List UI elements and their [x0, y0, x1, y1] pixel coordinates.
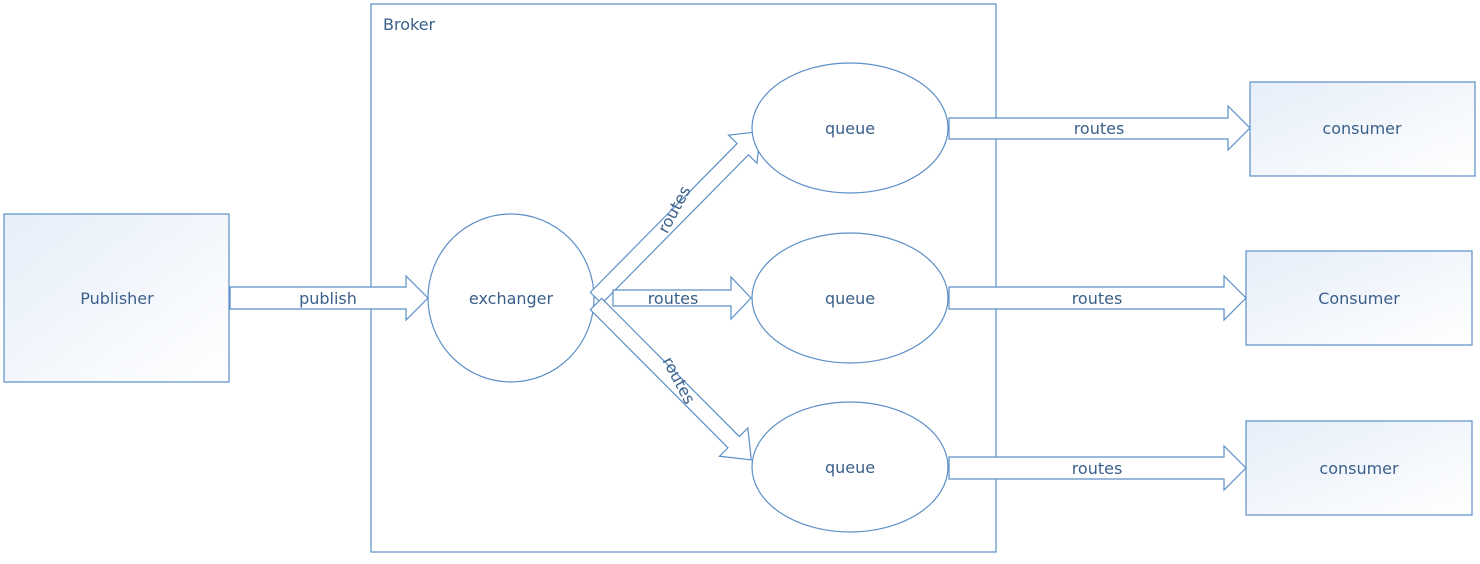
queue-label-3: queue: [825, 458, 875, 477]
broker-title: Broker: [383, 15, 436, 34]
ex-q3-arrow: [589, 297, 752, 461]
consumer-box-1: [1249, 81, 1476, 177]
q2-c2-edge-label: routes: [1072, 289, 1123, 308]
exchanger-label: exchanger: [469, 289, 554, 308]
publish-edge-label: publish: [299, 289, 357, 308]
consumer-label-1: consumer: [1322, 119, 1402, 138]
consumer-box-2: [1245, 250, 1473, 346]
consumer-label-2: Consumer: [1318, 289, 1400, 308]
publisher-box: [3, 213, 230, 383]
publish-arrow: [229, 274, 429, 322]
ex-q2-arrow: [612, 275, 752, 321]
publisher-label: Publisher: [80, 289, 154, 308]
consumer-label-3: consumer: [1319, 459, 1399, 478]
exchanger-node: [427, 213, 595, 383]
ex-q2-edge-label: routes: [648, 289, 699, 308]
q3-c3-edge-label: routes: [1072, 459, 1123, 478]
q3-c3-arrow: [948, 444, 1247, 492]
queue-label-2: queue: [825, 289, 875, 308]
q2-c2-arrow: [948, 274, 1247, 322]
queue-label-1: queue: [825, 119, 875, 138]
q1-c1-edge-label: routes: [1074, 119, 1125, 138]
q1-c1-arrow: [948, 104, 1251, 152]
queue-node-1: [751, 62, 949, 194]
queue-node-2: [751, 232, 949, 364]
consumer-box-3: [1245, 420, 1473, 516]
queue-node-3: [751, 401, 949, 533]
